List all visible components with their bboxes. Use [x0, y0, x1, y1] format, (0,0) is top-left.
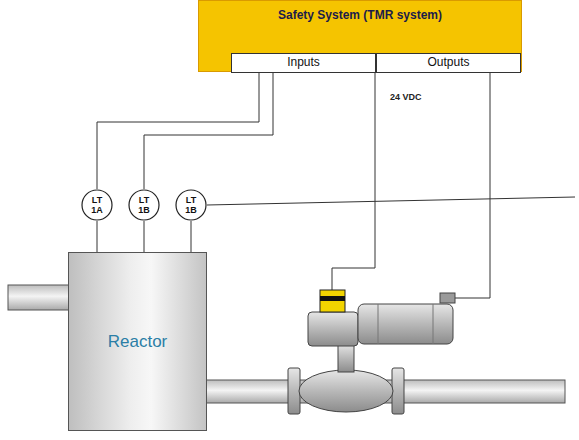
transmitter-stem [144, 221, 145, 253]
transmitter-outline [82, 190, 112, 220]
signal-wire [207, 197, 575, 205]
transmitter-stem [191, 221, 192, 253]
valve-flange [392, 368, 404, 414]
signal-wire [144, 73, 273, 189]
tag-label: LT 1B [182, 195, 200, 216]
tag-label: LT 1A [88, 195, 106, 216]
signal-wire [332, 72, 375, 290]
level-transmitter: LT 1B [128, 189, 160, 221]
safety-system-box: Inputs Outputs Safety System (TMR system) [198, 0, 522, 72]
io-box: Outputs [376, 53, 521, 73]
actuator-cylinder [358, 304, 453, 344]
io-box: Inputs [231, 53, 376, 73]
tag-label: LT 1B [135, 195, 153, 216]
valve-stem [338, 344, 354, 372]
valve-flange [288, 368, 300, 414]
limit-switch [320, 290, 345, 312]
transmitter-stem [97, 221, 98, 253]
node-label: Reactor [108, 332, 168, 352]
actuator-band [433, 304, 434, 344]
inlet-pipe [8, 285, 70, 310]
transmitter-outline [129, 190, 159, 220]
output-wire [455, 72, 490, 298]
level-transmitter: LT 1A [81, 189, 113, 221]
reactor-vessel: Reactor [68, 252, 207, 431]
level-transmitter: LT 1B [175, 189, 207, 221]
node-label: Inputs [287, 56, 320, 70]
actuator-housing [308, 312, 358, 346]
node-label: Outputs [427, 56, 469, 70]
limit-switch-band [320, 296, 345, 301]
solenoid-box [440, 293, 455, 303]
signal-wire [97, 73, 259, 189]
node-label: Safety System (TMR system) [278, 9, 442, 23]
valve-body [299, 370, 393, 412]
voltage-label: 24 VDC [390, 92, 422, 102]
actuator-band [378, 304, 379, 344]
transmitter-outline [176, 190, 206, 220]
